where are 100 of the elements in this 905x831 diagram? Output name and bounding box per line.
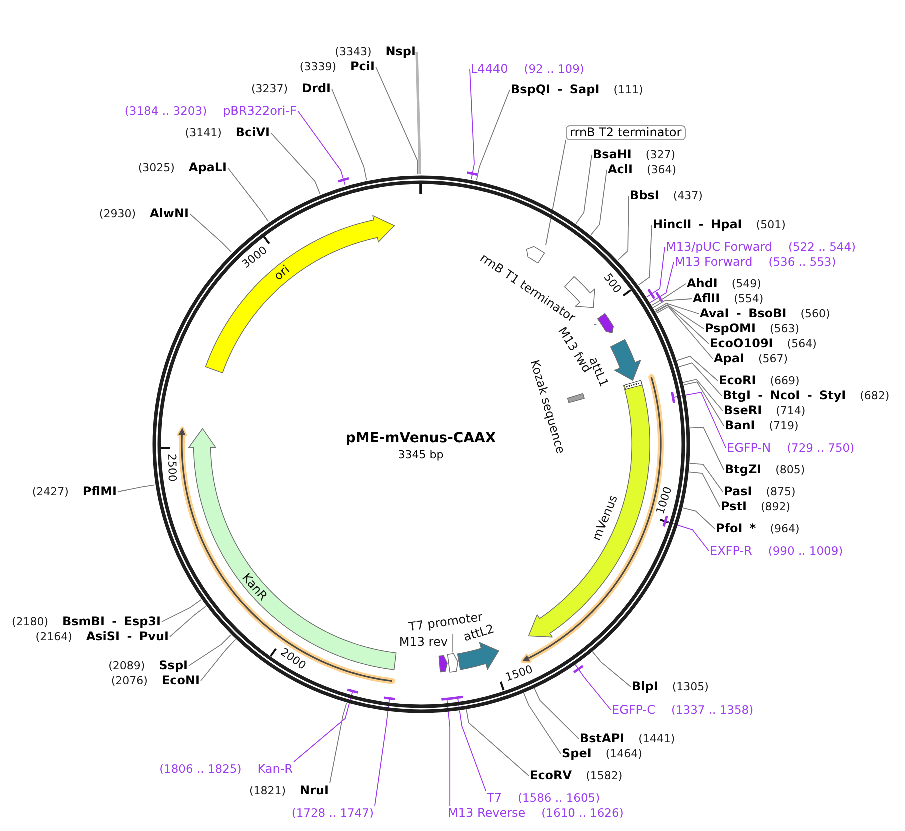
enzyme-name: BanI — [724, 418, 756, 432]
enzyme-name: AvaI - BsoBI — [699, 306, 788, 320]
leader-line — [654, 303, 700, 314]
leader-line — [676, 356, 718, 382]
cut-site-position: (563) — [768, 322, 801, 336]
leader-line — [170, 606, 206, 638]
feature-label: ori — [272, 262, 292, 284]
leader-line — [592, 651, 632, 688]
cut-site-position: (714) — [775, 404, 807, 418]
enzyme-name: ApaLI — [188, 160, 228, 174]
leader-line — [678, 362, 722, 396]
enzyme-name: EcoO109I — [709, 336, 774, 350]
leader-line — [684, 382, 724, 426]
enzyme-name: BstAPI — [579, 732, 626, 746]
leader-line — [452, 634, 454, 654]
enzyme-name: AhdI — [686, 276, 719, 290]
enzyme-name: PspOMI — [704, 322, 757, 336]
primer-position: (536 .. 553) — [768, 255, 838, 269]
cut-site-position: (549) — [730, 278, 762, 292]
cut-site-position: (3025) — [137, 162, 176, 176]
cut-site-position: (3339) — [298, 60, 338, 74]
enzyme-name: SspI — [158, 658, 189, 672]
primer-position: (729 .. 750) — [786, 441, 856, 455]
leader-line — [118, 484, 156, 492]
tick-label: 1500 — [504, 664, 534, 684]
leader-line — [270, 132, 321, 194]
leader-line — [688, 472, 720, 508]
leader-line — [200, 639, 236, 682]
leader-line — [228, 168, 270, 222]
enzyme-name: BsaHI — [592, 148, 633, 162]
cut-site-position: (1582) — [585, 770, 624, 784]
cut-site-position: (669) — [769, 374, 801, 388]
cut-site-position: (2930) — [98, 208, 137, 222]
cut-site-position: (111) — [612, 84, 644, 98]
primer-position: (990 .. 1009) — [767, 544, 844, 558]
primer-name: L4440 — [470, 62, 510, 76]
leader-line — [452, 695, 486, 792]
sequence-feature — [567, 393, 586, 404]
leader-line — [190, 214, 232, 253]
leader-line — [416, 52, 422, 174]
leader-line — [656, 306, 714, 360]
leader-line — [467, 68, 478, 180]
leader-line — [690, 426, 724, 470]
leader-line — [576, 154, 592, 224]
enzyme-name: EcoRV — [529, 768, 574, 782]
enzyme-name: AsiSI - PvuI — [85, 630, 170, 644]
primer-name: pBR322ori-F — [222, 104, 298, 118]
leader-line — [573, 664, 612, 710]
primer-name: M13/pUC Forward — [665, 240, 774, 254]
sequence-feature — [526, 246, 546, 264]
leader-line — [682, 508, 716, 530]
plasmid-name: pME-mVenus-CAAX — [346, 430, 496, 448]
leader-line — [188, 634, 232, 666]
enzyme-name: BbsI — [629, 188, 660, 202]
enzyme-name: SpeI — [561, 746, 593, 760]
tick-label: 1000 — [654, 486, 674, 516]
enzyme-name: PciI — [350, 60, 376, 74]
leader-line — [162, 600, 202, 622]
cut-site-position: (1821) — [248, 784, 288, 798]
cut-site-position: (964) — [769, 522, 801, 536]
enzyme-name: AclI — [607, 162, 634, 176]
enzyme-name: EcoNI — [160, 674, 201, 688]
cut-site-position: (567) — [757, 352, 790, 366]
primer-position: (1610 .. 1626) — [540, 806, 625, 820]
enzyme-name: PstI — [720, 500, 748, 514]
leader-line — [689, 463, 724, 492]
cut-site-position: (437) — [672, 190, 704, 204]
leader-line — [618, 196, 630, 261]
leader-line — [655, 304, 704, 330]
enzyme-name: BseRI — [723, 404, 764, 418]
cut-site-position: (2164) — [34, 630, 74, 644]
cut-site-position: (501) — [755, 218, 787, 232]
enzyme-name: EcoRI — [718, 374, 758, 388]
plasmid-length: 3345 bp — [398, 448, 444, 462]
leader-line — [646, 246, 666, 300]
enzyme-name: BsmBI - Esp3I — [62, 614, 162, 628]
enzyme-name: PfoI * — [715, 522, 758, 536]
cut-site-position: (2427) — [31, 486, 70, 500]
leader-line — [330, 702, 348, 784]
enzyme-name: NspI — [384, 44, 417, 58]
cut-site-position: (554) — [733, 292, 765, 306]
enzyme-name: PflMI — [82, 484, 118, 498]
primer-name: T7 — [486, 791, 503, 805]
leader-line — [332, 88, 368, 180]
leader-line — [546, 140, 566, 246]
primer-position: (92 .. 109) — [523, 62, 586, 76]
feature-label: M13 rev — [399, 635, 448, 650]
leader-line — [476, 90, 510, 181]
primer-position: (1806 .. 1825) — [158, 762, 243, 776]
leader-line — [638, 224, 652, 286]
primer-name: M13 Forward — [674, 255, 754, 269]
leader-line — [374, 696, 396, 806]
cut-site-position: (719) — [768, 420, 800, 434]
cut-site-position: (3141) — [184, 126, 223, 140]
enzyme-name: DrdI — [301, 82, 332, 96]
primer-name: EGFP-C — [611, 703, 656, 717]
cut-site-position: (564) — [786, 338, 818, 352]
leader-line — [653, 298, 692, 308]
cut-site-position: (2180) — [10, 616, 50, 630]
leader-line — [594, 324, 598, 326]
